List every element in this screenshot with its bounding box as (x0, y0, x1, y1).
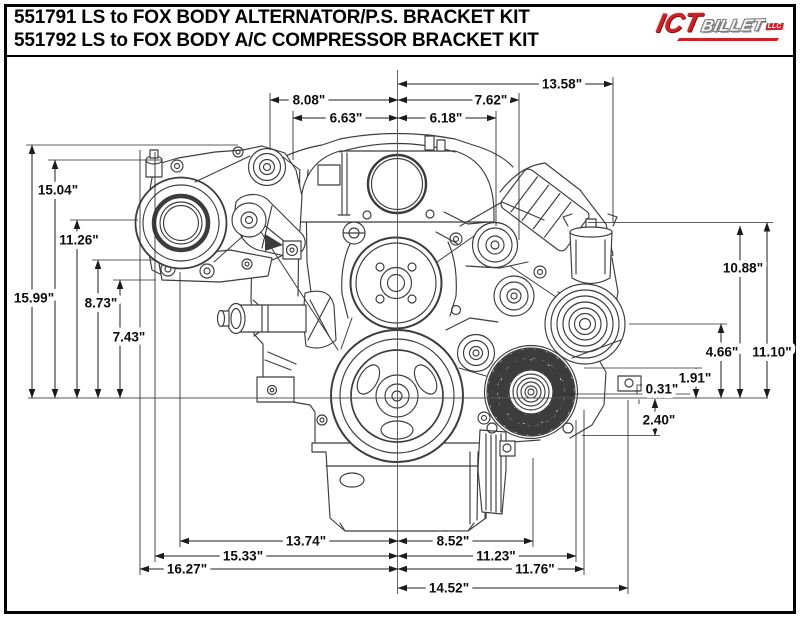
dim-label: 13.74" (286, 534, 326, 549)
dim-label: 1.91" (679, 371, 712, 386)
dim-label: 6.18" (430, 111, 463, 126)
tensioner-pulley (247, 147, 287, 187)
dim-label: 8.08" (293, 93, 326, 108)
serpentine-belt (194, 155, 622, 377)
ps-pump-pulley (134, 176, 228, 270)
accessory-bracket-right (426, 201, 547, 373)
dim-label: 15.99" (14, 291, 54, 306)
ac-tensioner-pulley (544, 283, 626, 365)
dim-label: 11.76" (515, 562, 554, 577)
idler-pulley-mid (493, 275, 535, 317)
dim-label: 10.88" (723, 261, 763, 276)
dim-label: 6.63" (330, 111, 363, 126)
tensioner-pulley-lower (456, 333, 496, 373)
dim-label: 11.10" (752, 345, 791, 360)
dim-label: 15.33" (223, 549, 263, 564)
extension-lines (26, 77, 773, 594)
dim-label: 7.62" (475, 93, 508, 108)
dim-label: 8.73" (85, 296, 118, 311)
header-divider (7, 55, 793, 57)
dim-label: 16.27" (167, 562, 207, 577)
dim-label: 7.43" (113, 330, 146, 345)
dimension-lines (28, 80, 771, 592)
dim-label: 11.26" (59, 233, 98, 248)
reservoir-tank (562, 213, 618, 285)
dim-label: 2.40" (643, 413, 676, 428)
idler-pulley-upper (471, 221, 519, 269)
water-pump-pulley (349, 236, 443, 330)
dim-label: 8.52" (437, 534, 470, 549)
dim-label: 4.66" (706, 345, 739, 360)
alternator-mount-leg (477, 411, 516, 515)
dim-label: 14.52" (429, 581, 469, 596)
alternator (483, 344, 579, 440)
dimension-labels: 13.58" 8.08" 7.62" 6.63" 6.18" 15.99" 15… (9, 72, 796, 600)
ls-engine-front-view (134, 132, 642, 532)
dim-label: 13.58" (542, 77, 582, 92)
idler-pulley-arm (231, 202, 267, 238)
dim-label: 0.31" (646, 382, 679, 397)
mount-boss-right (617, 375, 642, 392)
throttle-body (366, 153, 428, 215)
dim-label: 15.04" (38, 183, 78, 198)
part-number-line-1: 551791 LS to FOX BODY ALTERNATOR/P.S. BR… (14, 7, 530, 28)
dim-label: 11.23" (476, 549, 515, 564)
part-number-line-2: 551792 LS to FOX BODY A/C COMPRESSOR BRA… (14, 30, 539, 51)
crank-pulley (330, 329, 464, 463)
